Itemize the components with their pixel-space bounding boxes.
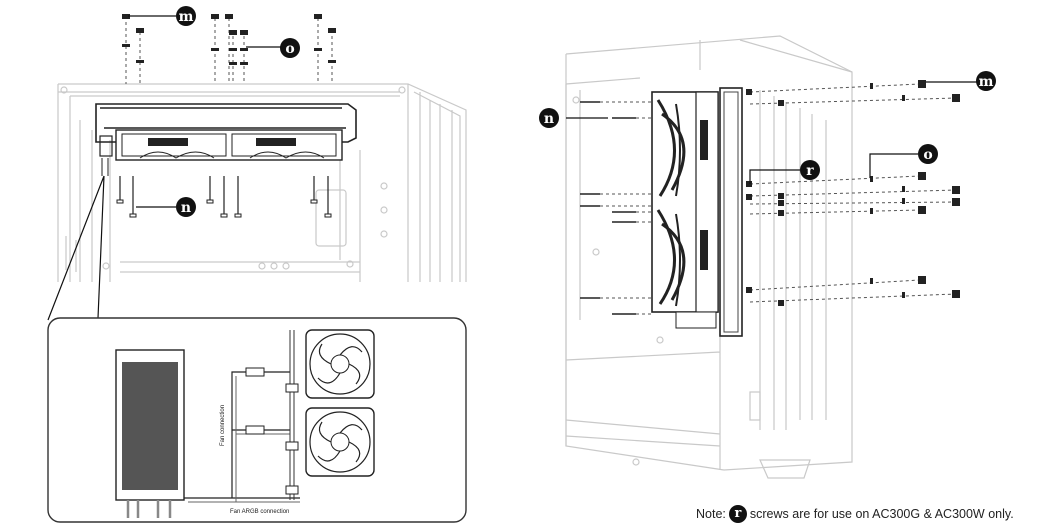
callout-o-left: o [280,38,300,58]
callout-o-right-label: o [923,147,932,163]
left-case-illustration [57,14,467,282]
note-r-badge: r [728,505,747,523]
fan-top-illustration [305,329,375,399]
callout-m-right-label: m [979,74,994,90]
callout-m-left-label: m [179,9,194,25]
wiring-inset: Fan connection Fan ARGB connection [47,175,467,523]
fan-argb-connection-label: Fan ARGB connection [230,509,289,515]
right-case-illustration [565,35,978,479]
note-prefix: Note: [696,507,726,521]
callout-n-left-label: n [181,200,191,216]
callout-m-left: m [176,6,196,26]
footnote: Note: r screws are for use on AC300G & A… [696,505,1014,523]
fan-connection-label: Fan connection [220,405,226,446]
callout-n-right-label: n [544,111,554,127]
callout-o-left-label: o [285,41,294,57]
callout-m-right: m [976,71,996,91]
note-text: screws are for use on AC300G & AC300W on… [749,507,1014,521]
callout-r-right: r [800,160,820,180]
callout-n-right: n [539,108,559,128]
callout-o-right: o [918,144,938,164]
callout-r-right-label: r [806,163,814,179]
fan-bottom-illustration [305,407,375,477]
callout-n-left: n [176,197,196,217]
